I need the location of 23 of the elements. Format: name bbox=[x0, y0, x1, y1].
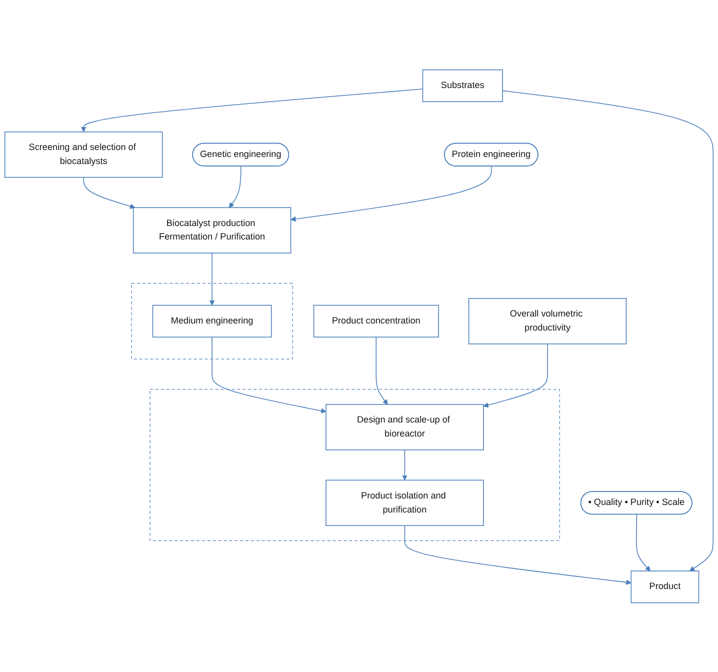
node-box: Screening and selection of biocatalysts bbox=[4, 131, 163, 178]
node-box: Biocatalyst production Fermentation / Purification bbox=[132, 206, 292, 254]
arrow bbox=[483, 343, 548, 408]
arrow bbox=[83, 176, 136, 208]
node-box: Medium engineering bbox=[152, 304, 272, 338]
node-box: Product bbox=[630, 570, 700, 603]
node-box: Product isolation and purification bbox=[326, 479, 484, 526]
arrow bbox=[212, 336, 326, 414]
arrow bbox=[636, 514, 651, 571]
cluster bbox=[131, 282, 293, 359]
cluster bbox=[150, 388, 560, 541]
arrow bbox=[402, 449, 408, 480]
node-box: Overall volumetric productivity bbox=[468, 298, 627, 344]
arrow bbox=[376, 336, 388, 404]
arrow bbox=[404, 524, 632, 585]
node-box: Product concentration bbox=[313, 304, 439, 338]
arrow bbox=[228, 166, 242, 208]
arrow bbox=[290, 166, 492, 222]
arrow bbox=[209, 252, 215, 306]
node-box: Substrates bbox=[422, 69, 503, 102]
arrow bbox=[502, 90, 714, 571]
arrow bbox=[80, 88, 424, 132]
node-box: Design and scale-up of bioreactor bbox=[326, 404, 484, 450]
